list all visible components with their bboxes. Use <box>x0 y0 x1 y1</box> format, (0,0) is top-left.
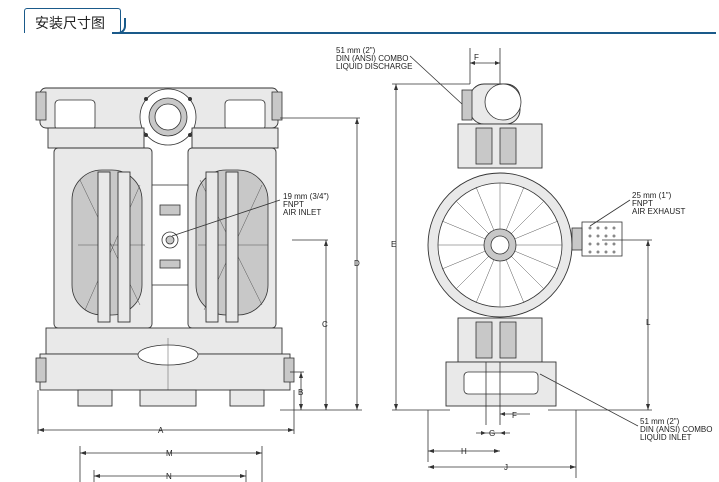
discharge-flange: DIN (ANSI) COMBO <box>336 54 408 63</box>
dim-label-b: B <box>298 388 303 397</box>
section-tab: 安装尺寸图 <box>24 8 121 33</box>
dim-label-a: A <box>158 426 164 435</box>
dim-label-n: N <box>166 472 172 481</box>
inlet-size: 51 mm (2") <box>640 417 680 426</box>
dim-label-c: C <box>322 320 328 329</box>
dim-label-l: L <box>646 318 651 327</box>
air-inlet-thread: FNPT <box>283 200 304 209</box>
dim-label-h: H <box>461 447 467 456</box>
dim-label-d: D <box>354 259 360 268</box>
discharge-callout: 51 mm (2") DIN (ANSI) COMBO LIQUID DISCH… <box>336 46 463 105</box>
exhaust-label: AIR EXHAUST <box>632 207 685 216</box>
air-inlet-label: AIR INLET <box>283 208 321 217</box>
side-view-dimensions: E F L F G H J <box>391 48 652 478</box>
dim-label-f-bottom: F <box>512 411 517 420</box>
exhaust-callout: 25 mm (1") FNPT AIR EXHAUST <box>589 191 685 227</box>
dim-label-m: M <box>166 449 173 458</box>
exhaust-thread: FNPT <box>632 199 653 208</box>
front-view-dimensions: D C B A M N <box>37 117 362 482</box>
discharge-size: 51 mm (2") <box>336 46 376 55</box>
dim-label-e: E <box>391 240 396 249</box>
discharge-label: LIQUID DISCHARGE <box>336 62 412 71</box>
air-inlet-callout: 19 mm (3/4") FNPT AIR INLET <box>171 192 329 237</box>
dim-label-g: G <box>489 429 495 438</box>
front-view-pump <box>35 87 295 407</box>
inlet-flange: DIN (ANSI) COMBO <box>640 425 712 434</box>
side-view-pump <box>427 83 623 407</box>
air-inlet-size: 19 mm (3/4") <box>283 192 329 201</box>
inlet-callout: 51 mm (2") DIN (ANSI) COMBO LIQUID INLET <box>539 373 712 442</box>
dim-label-j: J <box>504 463 508 472</box>
inlet-label: LIQUID INLET <box>640 433 692 442</box>
page-title: 安装尺寸图 <box>35 16 105 32</box>
dim-label-f-top: F <box>474 53 479 62</box>
exhaust-size: 25 mm (1") <box>632 191 672 200</box>
header-rule <box>118 32 716 34</box>
